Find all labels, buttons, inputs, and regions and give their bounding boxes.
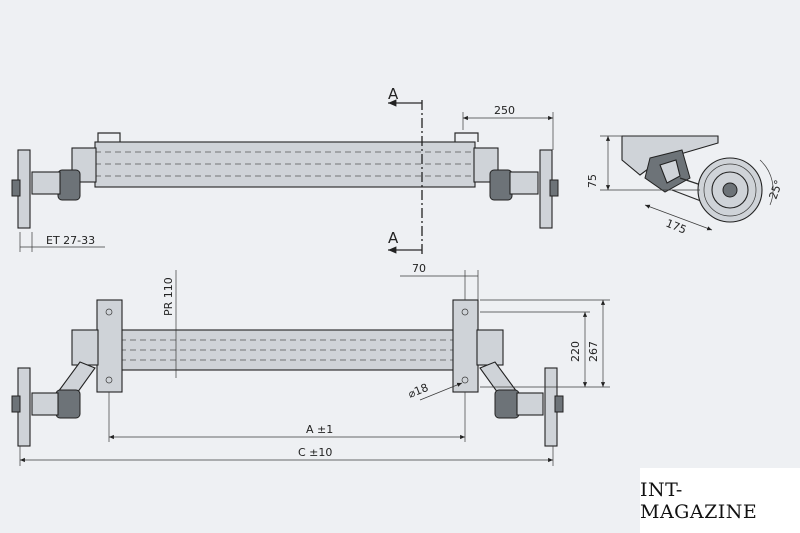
bottom-plate-left: [96, 299, 123, 393]
dim-267: 267: [587, 341, 600, 362]
top-view: A A 250 ET 27-33: [11, 85, 559, 255]
dim-et: ET 27-33: [46, 234, 95, 247]
section-view: 75 175 25°: [586, 135, 786, 237]
bottom-plate-right: [452, 299, 479, 393]
top-bracket-left: [97, 132, 121, 142]
dim-250: 250: [494, 104, 515, 117]
top-bracket-right: [454, 132, 479, 142]
dim-a: A ±1: [306, 423, 333, 436]
dim-25deg: 25°: [767, 178, 786, 201]
dim-70: 70: [412, 262, 426, 275]
dim-220: 220: [569, 341, 582, 362]
watermark: INT-MAGAZINE: [640, 468, 800, 533]
top-left-arm: [71, 147, 97, 183]
top-axle-tube: [94, 141, 476, 188]
dim-diameter: ⌀18: [406, 381, 430, 401]
bottom-view: PR 110 70 220 267 ⌀18 A ±1 C ±10: [11, 262, 610, 466]
dim-75: 75: [586, 174, 599, 188]
section-label-top: A: [388, 85, 399, 103]
dim-c: C ±10: [298, 446, 332, 459]
dim-pr: PR 110: [162, 277, 175, 316]
section-label-bottom: A: [388, 229, 399, 247]
